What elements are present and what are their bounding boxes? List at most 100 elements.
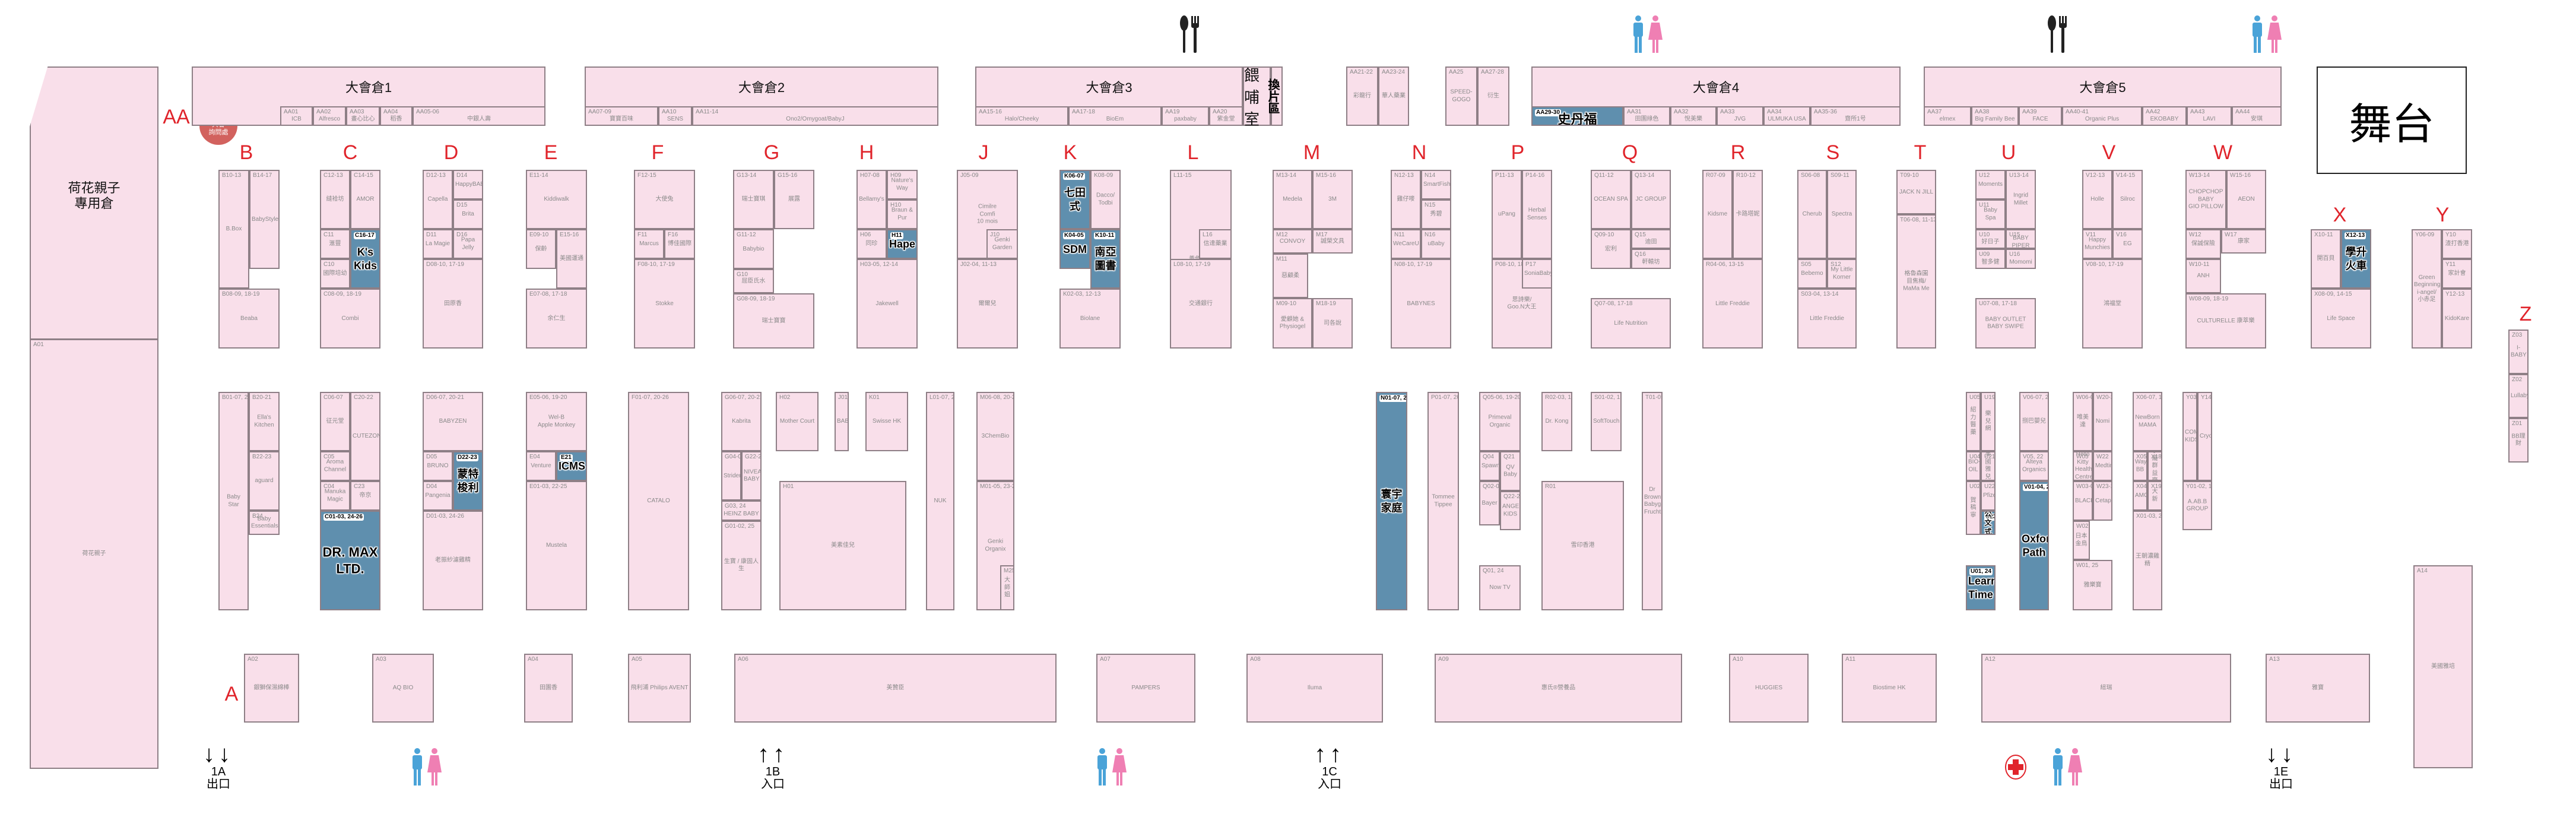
booth[interactable]: W22Medtimes [2093, 451, 2112, 481]
booth[interactable]: D14HappyBABY [453, 170, 483, 199]
changing-area[interactable]: 換片區 [1266, 66, 1283, 126]
booth[interactable]: W23-24Cetaphil [2093, 481, 2112, 521]
lotus-area[interactable]: 荷花親子 專用倉 [30, 66, 158, 340]
booth[interactable]: Q22-23ANGEL KIDS [1500, 491, 1521, 530]
booth[interactable]: Y01-02, 17-18A.AB.B GROUP [2182, 481, 2212, 530]
booth[interactable]: S01-02, 15-16SoftTouch [1591, 392, 1622, 451]
booth[interactable]: W20-21Nomi [2093, 392, 2112, 451]
feeding-room[interactable]: 餵哺室 [1243, 66, 1271, 128]
booth[interactable]: U05-06紹力醫藥 [1966, 392, 1981, 451]
booth[interactable]: L01-07, 20-26NUK [926, 392, 954, 610]
booth[interactable]: Y03-05COMICAL KIDS [2182, 392, 2197, 481]
booth[interactable]: X05Ways BB [2133, 451, 2147, 481]
booth[interactable]: N01-07, 20-26寰宇家庭 [1376, 392, 1407, 610]
